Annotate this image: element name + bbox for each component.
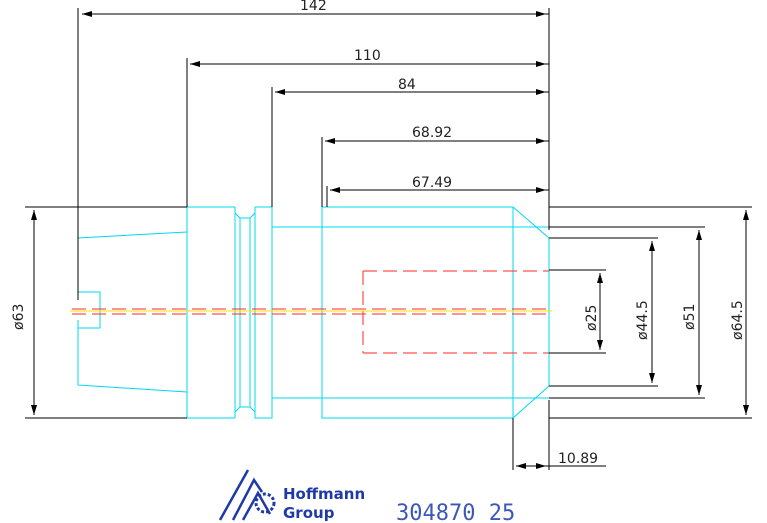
dimension-lines	[25, 8, 752, 470]
dim-diameter-51: ø51	[682, 304, 698, 330]
brand-line2: Group	[283, 504, 335, 522]
dim-diameter-25: ø25	[584, 305, 600, 331]
part-number: 304870 25	[396, 501, 515, 523]
logo-gear-icon	[254, 492, 276, 514]
dim-diameter-44-5: ø44.5	[635, 300, 651, 340]
brand-line1: Hoffmann	[283, 485, 365, 503]
dim-overall-length: 142	[300, 0, 327, 14]
dim-length-110: 110	[354, 48, 381, 64]
logo-emblem-icon	[218, 469, 272, 521]
dim-length-67-49: 67.49	[412, 175, 452, 191]
dim-length-84: 84	[398, 77, 416, 93]
part-outline	[77, 206, 550, 419]
dim-length-68-92: 68.92	[412, 125, 452, 141]
hidden-bore	[362, 270, 549, 354]
dim-diameter-64-5: ø64.5	[730, 300, 746, 340]
center-line	[70, 308, 552, 315]
dim-diameter-63: ø63	[11, 304, 27, 330]
hoffmann-group-logo: Hoffmann Group	[218, 469, 365, 522]
dim-chamfer-length: 10.89	[558, 451, 598, 467]
